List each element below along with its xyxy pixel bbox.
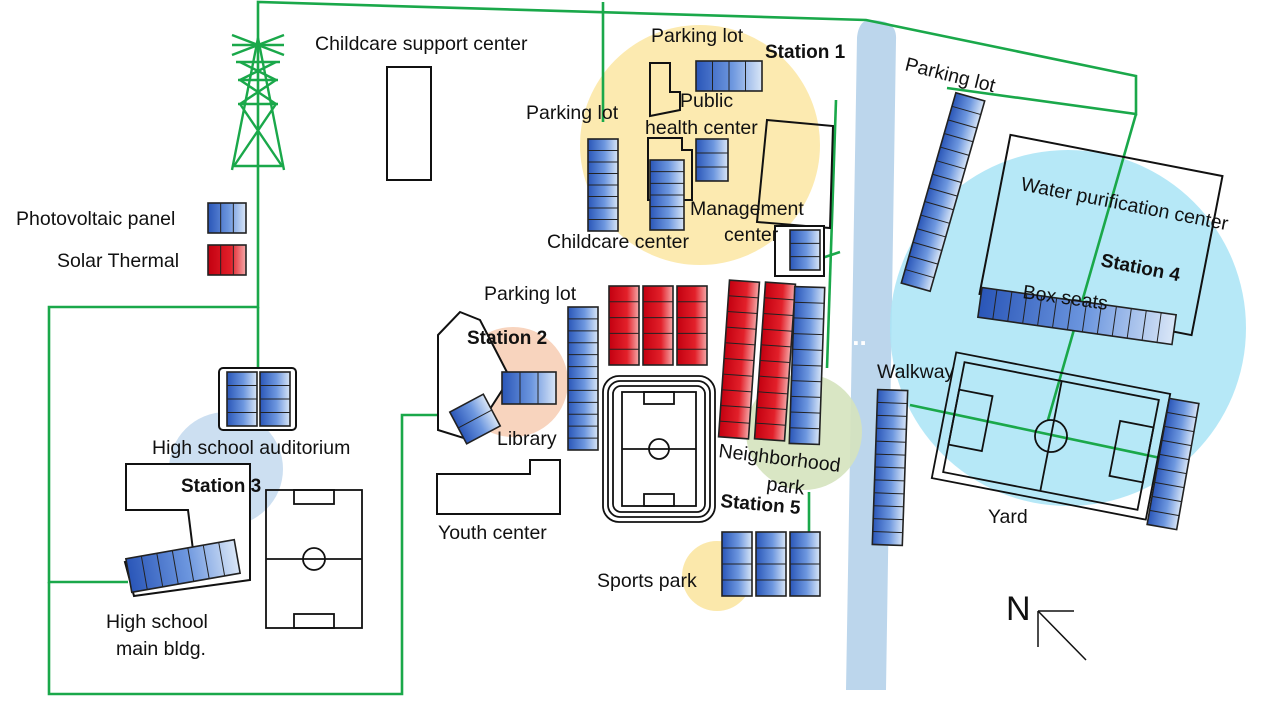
label-neighborhood-2: park [765,473,806,499]
pv-public-health [695,60,763,92]
thermal-col-2 [753,281,797,442]
pv-library-a [501,371,557,405]
childcare-support-center-building [386,66,432,181]
pv-health-annex [695,138,729,182]
thermal-col-1 [717,279,761,440]
heat-network [47,0,1171,696]
river-gap-marker: ... [845,321,867,351]
label-high-school-main-1: High school [106,611,208,633]
pv-auditorium-a [226,371,258,427]
public-health-center-building [649,62,681,118]
label-yard: Yard [988,506,1028,528]
label-sports-park: Sports park [597,570,697,592]
legend-thermal-swatch [207,244,247,276]
pv-library-b [448,393,502,445]
pv-parking-mid [567,306,599,451]
label-youth-center: Youth center [438,522,547,544]
label-public-health-2: health center [645,117,758,139]
label-childcare-support-center: Childcare support center [315,33,528,55]
label-parking-lot-right: Parking lot [903,54,998,98]
label-walkway: Walkway [877,361,955,383]
label-library: Library [497,428,557,450]
pv-parking-right [900,91,986,293]
legend-pv-swatch [207,202,247,234]
legend: Photovoltaic panel Solar Thermal [16,208,179,272]
pv-yard-right [1146,397,1200,531]
youth-center-building [436,459,561,515]
legend-pv-label: Photovoltaic panel [16,208,175,230]
north-arrow-icon [1037,610,1087,661]
label-parking-lot-left: Parking lot [526,102,619,124]
central-stadium-field [602,375,716,523]
label-public-health-1: Public [680,90,733,112]
pv-box-seats [976,286,1178,346]
label-childcare-center: Childcare center [547,231,689,253]
thermal-row-1 [608,285,640,366]
transmission-tower-icon [230,33,286,171]
label-parking-lot-top: Parking lot [651,25,744,47]
pv-high-school-main [124,538,242,594]
station-labels: Station 1 Station 2 Station 3 Station 4 … [181,42,1182,519]
pv-management-roof [789,229,821,271]
pv-sports-park-1 [721,531,753,597]
management-center-building [755,118,835,230]
label-high-school-main-2: main bldg. [116,638,206,660]
pv-childcare-mid [649,159,685,231]
pv-neighborhood-col [788,285,826,446]
pv-auditorium-b [259,371,291,427]
label-high-school-auditorium: High school auditorium [152,437,350,459]
label-management-1: Management [690,198,804,220]
health-center-annex-building [647,137,693,201]
pv-sports-park-3 [789,531,821,597]
river [846,20,897,690]
solar-arrays [124,60,1200,597]
pv-childcare-left [587,138,619,232]
station2-label: Station 2 [467,328,547,349]
yard-soccer-field [930,351,1172,521]
pv-walkway [871,388,909,547]
pv-sports-park-2 [755,531,787,597]
thermal-row-2 [642,285,674,366]
north-label: N [1006,590,1031,628]
station1-label: Station 1 [765,42,846,63]
legend-thermal-label: Solar Thermal [57,250,179,272]
station3-label: Station 3 [181,476,261,497]
label-parking-lot-mid: Parking lot [484,283,577,305]
label-management-2: center [724,224,779,246]
thermal-row-3 [676,285,708,366]
high-school-soccer-field [265,489,363,629]
